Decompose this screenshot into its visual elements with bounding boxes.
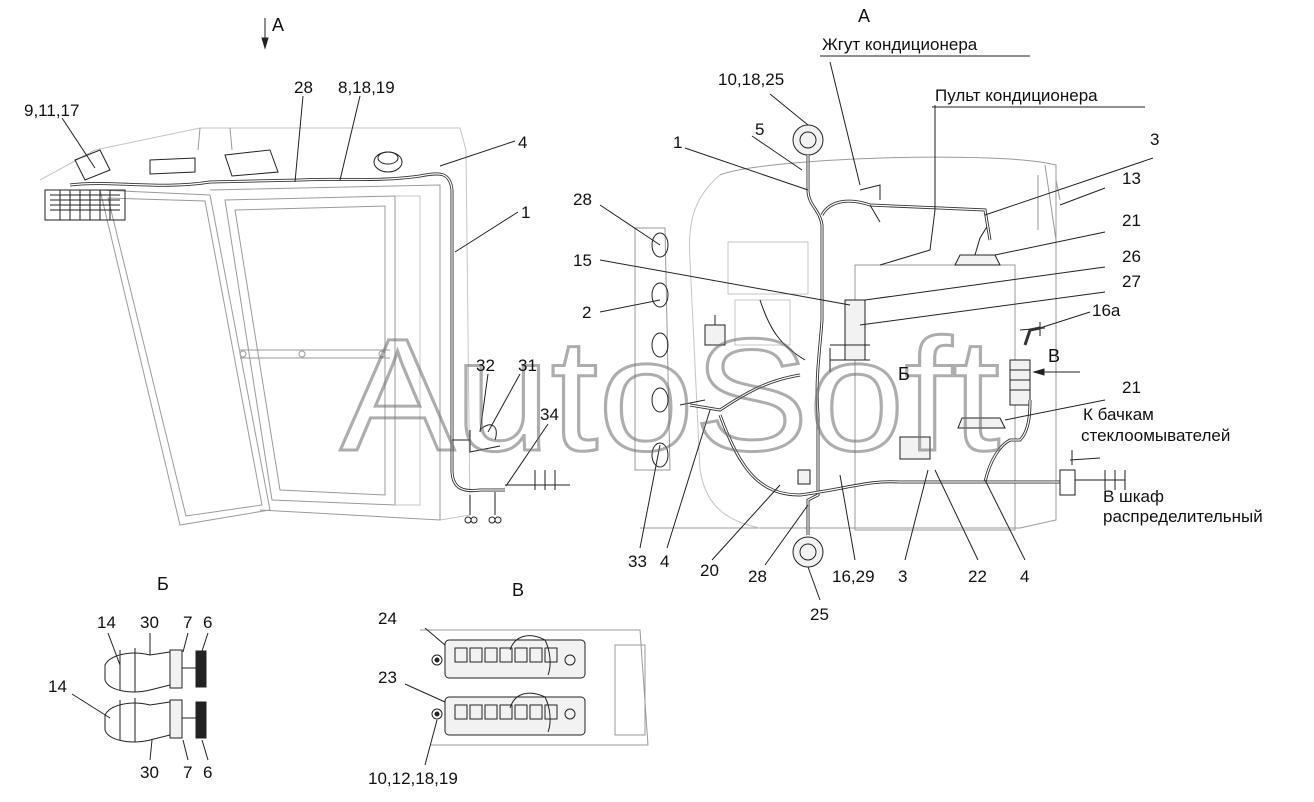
callout: 28 [748,567,767,586]
view-b-marker: Б [898,364,910,384]
callout: 27 [1122,272,1141,291]
note-cabinet-line1: В шкаф [1103,487,1164,506]
callout: 26 [1122,247,1141,266]
callout: 1 [521,203,530,222]
callout: 28 [294,78,313,97]
callout: 3 [898,567,907,586]
callout: 23 [378,668,397,687]
callout: 22 [968,567,987,586]
callout: 33 [628,552,647,571]
callout: 4 [518,133,527,152]
left-cab-view [39,18,570,526]
callout: 14 [48,677,67,696]
note-washer-line1: К бачкам [1083,405,1154,424]
callout: 21 [1122,211,1141,230]
callout: 14 [97,613,116,632]
right-cab-view [599,61,1154,601]
callout: 15 [573,251,592,270]
callout: 16,29 [832,567,875,586]
callout: 6 [203,613,212,632]
labels: А А Б В 9,11,17 28 8,18,19 4 1 32 31 34 … [24,6,1263,788]
callout: 8,18,19 [338,78,395,97]
callout: 21 [1122,378,1141,397]
callout: 31 [518,356,537,375]
detail-b [71,632,209,761]
note-washer-line2: стеклоомывателей [1081,426,1230,445]
callout: 34 [540,405,559,424]
callout: 7 [183,763,192,782]
callout: 16а [1092,301,1121,320]
callout: 10,18,25 [718,70,784,89]
callout: 30 [140,613,159,632]
note-ac-panel: Пульт кондиционера [935,86,1098,105]
callout: 2 [582,303,591,322]
callout: 3 [1150,130,1159,149]
view-v-marker: В [1048,346,1060,366]
callout: 30 [140,763,159,782]
callout: 4 [660,552,669,571]
detail-v-title: В [512,580,524,600]
callout: 6 [203,763,212,782]
callout: 28 [573,190,592,209]
callout: 20 [700,561,719,580]
callout: 7 [183,613,192,632]
callout: 1 [673,133,682,152]
callout: 9,11,17 [24,101,79,120]
watermark: AutoSoft [340,305,1000,484]
detail-b-title: Б [157,574,169,594]
callout: 25 [810,605,829,624]
note-cabinet-line2: распределительный [1103,507,1263,526]
callout: 5 [755,120,764,139]
detail-v [404,627,649,766]
callout: 10,12,18,19 [368,769,458,788]
callout: 13 [1122,169,1141,188]
callout: 24 [378,609,397,628]
note-ac-harness: Жгут кондиционера [822,35,978,54]
callout: 4 [1020,567,1029,586]
view-a-title: А [858,6,870,26]
view-a-arrow-label: А [272,15,284,35]
callout: 32 [476,356,495,375]
